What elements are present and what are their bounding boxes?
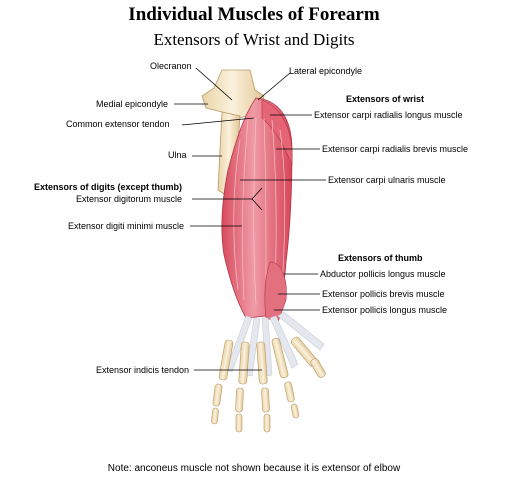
leader-ext-digitorum [192, 187, 263, 200]
leader-olecranon [195, 67, 233, 101]
label-ext-digiti-minimi: Extensor digiti minimi muscle [68, 221, 185, 231]
page-subtitle: Extensors of Wrist and Digits [153, 30, 355, 49]
label-ulna: Ulna [168, 150, 187, 160]
label-abd-pollicis-longus: Abductor pollicis longus muscle [320, 269, 446, 279]
label-ecr-brevis: Extensor carpi radialis brevis muscle [322, 144, 469, 154]
header-extensors-of-wrist: Extensors of wrist [346, 94, 425, 104]
label-ext-pollicis-longus: Extensor pollicis longus muscle [322, 305, 448, 315]
header-extensors-of-digits: Extensors of digits (except thumb) [34, 182, 183, 192]
label-ext-digitorum: Extensor digitorum muscle [76, 194, 183, 204]
tendons [225, 311, 325, 377]
leader-common-extensor-tendon [181, 117, 255, 126]
leader-lateral-epicondyle [257, 72, 291, 101]
label-medial-epicondyle: Medial epicondyle [96, 99, 169, 109]
label-common-extensor-tendon: Common extensor tendon [66, 119, 170, 129]
label-ecr-longus: Extensor carpi radialis longus muscle [314, 110, 463, 120]
label-ext-indicis-tendon: Extensor indicis tendon [96, 365, 190, 375]
label-lateral-epicondyle: Lateral epicondyle [289, 66, 363, 76]
footnote: Note: anconeus muscle not shown because … [107, 463, 401, 474]
label-ec-ulnaris: Extensor carpi ulnaris muscle [328, 175, 446, 185]
header-extensors-of-thumb: Extensors of thumb [338, 253, 423, 263]
label-olecranon: Olecranon [150, 61, 192, 71]
page-title: Individual Muscles of Forearm [128, 4, 380, 25]
label-ext-pollicis-brevis: Extensor pollicis brevis muscle [322, 289, 445, 299]
